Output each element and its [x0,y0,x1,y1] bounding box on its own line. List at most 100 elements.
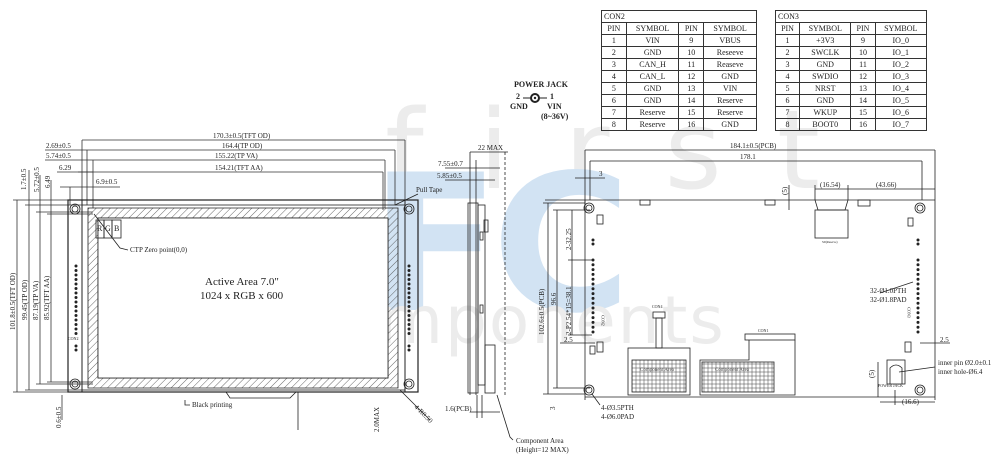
dim-25-right: 2.5 [940,336,949,344]
dim-2max: 2.0MAX [373,406,381,432]
header-pin [407,300,411,304]
header-pin [591,268,595,272]
header-pin [407,269,411,272]
dim-tft-od-width: 170.3±0.5(TFT OD) [213,132,271,140]
dim-166: (16.6) [902,398,919,406]
header-pin [74,332,78,335]
power-jack-back-label: POWER JACK [878,383,904,388]
dim-pcb-height: 102.6±0.5(PCB) [538,288,546,335]
side-22max: 22 MAX [478,144,504,152]
con2-cell: 16 [678,118,705,131]
header-pin [74,344,78,348]
dim-tp-va-height: 87.19(TP VA) [32,280,40,320]
con2-back-label: CON2 [600,315,606,326]
con2-cell: Reserve [625,118,680,131]
side-d1: 7.55±0.7 [438,160,463,168]
header-pin [407,344,411,348]
header-pin [74,309,78,313]
header-pin [591,292,595,296]
pad-label: 32-Ø1.8PAD [870,296,907,304]
header-pin [916,282,920,286]
side-d2: 5.85±0.5 [437,172,462,180]
header-pin [74,264,78,268]
side-pcb: 1.6(PCB) [445,405,472,413]
header-pin [591,320,595,324]
dim-pitch2: 2-P2.54*15=38.1 [565,286,573,335]
header-pin [916,301,920,305]
header-pin [916,296,920,300]
rgb-r: R [97,224,103,233]
dim-5-bottom: (5) [868,369,876,378]
header-pin [916,325,920,329]
power-jack-legend: POWER JACK 2 1 GND VIN (8~36V) [508,80,578,125]
header-pin [74,327,78,331]
sd-label: SD(Reserve) [822,240,838,244]
rgb-b: B [114,224,120,233]
header-pin [916,263,920,267]
holes-pth-label: 4-Ø3.5PTH [601,404,634,412]
dim-3-top: 3 [599,170,603,178]
header-pin [591,306,595,310]
dim-left-2: 5.74±0.5 [46,152,71,160]
power-jack-title: POWER JACK [514,80,568,89]
con3-cell: IO_7 [874,118,927,131]
header-pin [74,314,78,317]
header-pin [916,311,920,315]
header-pin [591,325,595,329]
header-pin [591,238,595,242]
dim-4366: (43.66) [876,181,897,189]
active-area-line2: 1024 x RGB x 600 [200,290,284,302]
dim-inner-height: 96.6 [550,292,558,305]
black-printing-label: Black printing [192,401,233,409]
header-pin [916,268,920,272]
dim-tp-od-height: 99.45(TP OD) [21,279,29,320]
inner-hole-label: inner hole-Ø6.4 [938,368,983,376]
con2-cell: GND [703,118,757,131]
header-pin [74,348,78,352]
pull-tape-label: Pull Tape [416,186,443,194]
header-pin [74,287,78,290]
component-area-label1: Component Area [516,437,564,445]
header-pin [407,323,411,326]
header-pin [916,238,920,242]
power-jack-gnd: GND [510,102,528,111]
dim-pitch1: 2-32.25 [565,228,573,250]
header-pin [74,300,78,304]
header-pin [74,318,78,322]
header-pin [591,330,595,334]
dim-1654: (16.54) [820,181,841,189]
inner-pin-label: inner pin Ø2.0±0.1 [938,359,992,367]
header-pin [591,316,595,320]
header-pin [407,327,411,331]
header-pin [591,272,595,276]
header-pin [407,296,411,299]
header-pin [916,330,920,334]
rgb-g: G [105,224,111,233]
header-pin [407,264,411,268]
header-pin [591,242,595,246]
header-pin [916,292,920,296]
header-pin [74,296,78,299]
header-pin [74,291,78,295]
header-pin [407,309,411,313]
dim-vertical-2: 5.72±0.5 [33,167,41,192]
header-pin [407,318,411,322]
header-pin [916,242,920,246]
header-pin [591,263,595,267]
dim-5-top: (5) [781,186,789,195]
component-area-con4: Component Area [640,368,675,373]
header-pin [916,272,920,276]
dim-tft-aa-width: 154.21(TFT AA) [215,164,263,172]
header-pin [74,282,78,286]
dim-left-3: 6.29 [59,164,72,172]
dim-left-1: 2.69±0.5 [46,142,71,150]
header-pin [591,296,595,300]
